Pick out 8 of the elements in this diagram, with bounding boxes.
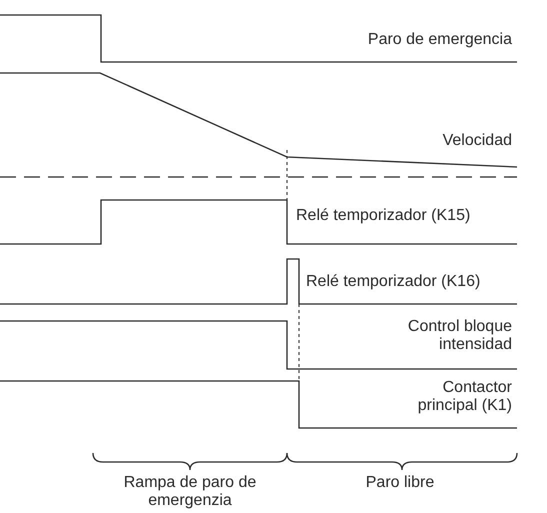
signal-label: Control bloque intensidad xyxy=(406,318,512,354)
signal-label: Paro libre xyxy=(364,474,436,492)
signal-label: Rampa de paro de emergenzia xyxy=(122,474,258,510)
signal-label: Paro de emergencia xyxy=(366,31,512,49)
signal-label: Relé temporizador (K16) xyxy=(306,273,482,291)
signal-label: Relé temporizador (K15) xyxy=(296,207,472,225)
signal-label: Contactor principal (K1) xyxy=(416,379,512,415)
signal-label: Velocidad xyxy=(442,132,512,150)
